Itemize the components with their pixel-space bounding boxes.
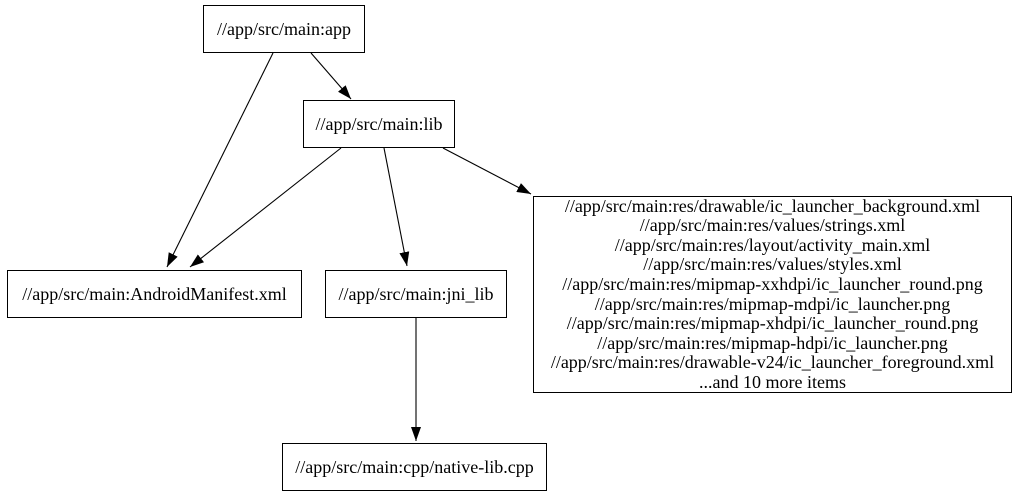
res-file-line: //app/src/main:res/values/strings.xml <box>639 215 906 236</box>
res-file-line: //app/src/main:res/layout/activity_main.… <box>614 234 931 255</box>
node-jni-lib: //app/src/main:jni_lib <box>325 270 507 318</box>
res-file-line: //app/src/main:res/drawable/ic_launcher_… <box>564 195 981 216</box>
edge-lib-to-res-files <box>442 147 532 195</box>
res-file-line: //app/src/main:res/values/styles.xml <box>643 254 902 275</box>
node-jni-lib-label: //app/src/main:jni_lib <box>338 284 494 304</box>
node-res-files-group: //app/src/main:res/drawable/ic_launcher_… <box>533 196 1012 393</box>
res-file-line: //app/src/main:res/mipmap-hdpi/ic_launch… <box>597 332 948 353</box>
node-app-label: //app/src/main:app <box>217 19 351 39</box>
node-lib-label: //app/src/main:lib <box>315 114 443 134</box>
edge-app-to-manifest <box>166 52 274 268</box>
res-file-line: //app/src/main:res/drawable-v24/ic_launc… <box>550 352 995 373</box>
res-file-line: //app/src/main:res/mipmap-mdpi/ic_launch… <box>594 293 951 314</box>
node-android-manifest-label: //app/src/main:AndroidManifest.xml <box>22 284 287 304</box>
node-native-lib-cpp: //app/src/main:cpp/native-lib.cpp <box>282 443 547 491</box>
edge-lib-to-jni-lib <box>383 147 410 267</box>
res-file-line: //app/src/main:res/mipmap-xhdpi/ic_launc… <box>566 313 979 334</box>
node-native-lib-cpp-label: //app/src/main:cpp/native-lib.cpp <box>295 457 534 477</box>
node-android-manifest: //app/src/main:AndroidManifest.xml <box>7 270 302 318</box>
node-app: //app/src/main:app <box>203 5 365 53</box>
node-lib: //app/src/main:lib <box>303 100 455 148</box>
res-more-items-line: ...and 10 more items <box>699 371 846 392</box>
edge-lib-to-manifest <box>189 147 342 268</box>
edge-app-to-lib <box>310 52 352 100</box>
res-file-line: //app/src/main:res/mipmap-xxhdpi/ic_laun… <box>562 273 983 294</box>
